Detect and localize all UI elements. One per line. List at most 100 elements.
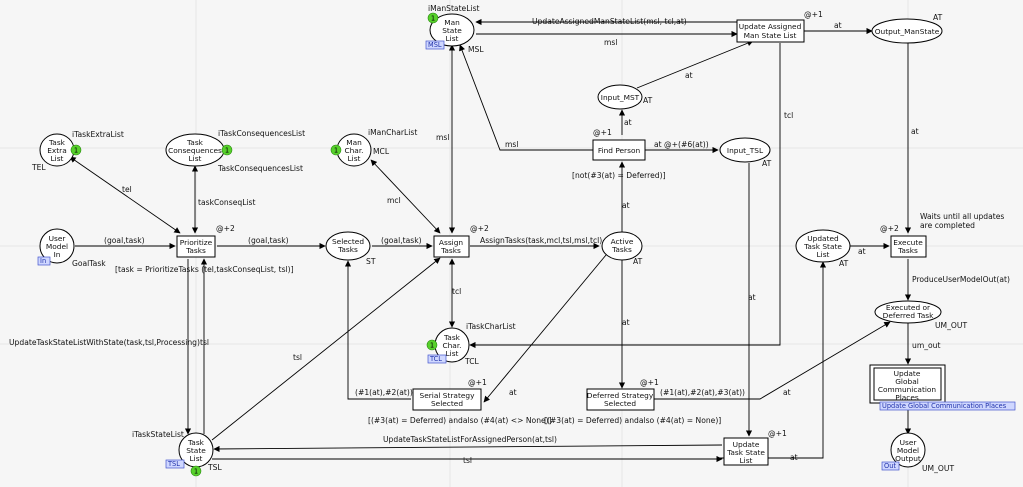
place-label-line-1: Active	[611, 237, 634, 246]
transition-update-assigned-man-state-list[interactable]: Update Assigned Man State List @+1	[736, 10, 823, 43]
transition-guard: [(#3(at) = Deferred) andalso (#4(at) = N…	[544, 416, 721, 425]
place-label-line-3: List	[190, 454, 203, 463]
arc-label-tsl-left: tsl	[200, 338, 209, 347]
place-initial-marking: iTaskExtraList	[72, 130, 124, 139]
place-task-consequences-list[interactable]: Task Consequences List iTaskConsequences…	[165, 129, 305, 173]
place-input-mst[interactable]: Input_MST AT	[597, 84, 653, 110]
arc-label-msl-top: msl	[604, 38, 617, 47]
transition-prioritize-tasks[interactable]: Prioritize Tasks @+2 [task = PrioritizeT…	[115, 224, 294, 274]
arc-label-pair-serial: (#1(at),#2(at))	[355, 388, 413, 397]
arc-label-tsl-bottom: tsl	[463, 456, 472, 465]
place-color-set: AT	[762, 159, 772, 168]
transition-time: @+1	[640, 378, 659, 387]
port-tag	[425, 40, 445, 50]
place-man-state-list[interactable]: Man State List iManStateList MSL MSL 1	[425, 4, 484, 54]
place-label-line-2: Extra	[47, 146, 67, 155]
port-tag	[427, 354, 447, 364]
transition-label-line-3: List	[740, 456, 753, 465]
place-label-line-1: Input_TSL	[727, 146, 764, 155]
transition-label-line-3: Communication	[878, 385, 937, 394]
arc-label-waits-1: Waits until all updates	[920, 212, 1004, 221]
place-active-tasks[interactable]: Active Tasks AT	[601, 231, 643, 266]
arc-label-at-bottom-right: at	[790, 453, 798, 462]
place-initial-marking: iManCharList	[368, 128, 417, 137]
token-count	[330, 144, 342, 156]
place-label-line-2: Consequences	[168, 146, 222, 155]
place-label-line-1: User	[49, 234, 67, 243]
arc-label-task-conseq-list: taskConseqList	[198, 198, 255, 207]
transition-update-task-state-list[interactable]: Update Task State List @+1	[723, 429, 787, 466]
place-label-line-1: Man	[346, 138, 362, 147]
place-man-char-list[interactable]: Man Char. List iManCharList MCL 1	[330, 128, 417, 167]
place-label-line-2: Deferred Task	[883, 311, 934, 320]
place-label-line-2: Tasks	[611, 245, 632, 254]
place-initial-marking: iTaskCharList	[466, 322, 516, 331]
port-tag-label: In	[40, 257, 46, 265]
port-tag	[165, 459, 185, 469]
transition-serial-strategy-selected[interactable]: Serial Strategy Selected @+1 [(#3(at) = …	[368, 378, 552, 425]
transition-time: @+1	[593, 128, 612, 137]
transition-label-line-1: Serial Strategy	[420, 391, 476, 400]
place-label-line-1: Task	[186, 138, 204, 147]
place-label-line-1: Task	[187, 438, 205, 447]
token-count	[70, 144, 82, 156]
transition-label-line-2: Task State	[726, 448, 765, 457]
place-color-set: TaskConsequencesList	[217, 164, 303, 173]
port-tag	[881, 461, 900, 471]
subpage-tag-label: Update Global Communication Places	[882, 402, 1007, 410]
place-executed-or-deferred-task[interactable]: Executed or Deferred Task UM_OUT	[874, 300, 967, 330]
arc-label-at-plus-6: at @+(#6(at))	[654, 140, 709, 149]
place-user-model-in[interactable]: User Model In GoalTask In	[37, 228, 106, 268]
arc-label-msl-vertical: msl	[436, 133, 449, 142]
subpage-tag[interactable]	[879, 401, 1016, 411]
token-count	[190, 465, 202, 477]
transition-label-line-2: Tasks	[440, 246, 461, 255]
arc-label-at-updated: at	[858, 247, 866, 256]
arc-label-tsl-diag: tsl	[293, 353, 302, 362]
place-color-set: MSL	[468, 45, 484, 54]
token-count-label: 1	[194, 468, 198, 476]
transition-assign-tasks[interactable]: Assign Tasks @+2	[433, 224, 489, 258]
place-initial-marking: iManStateList	[428, 4, 480, 13]
transition-guard: [task = PrioritizeTasks (tel,taskConseqL…	[115, 265, 294, 274]
transition-update-global-communication-places[interactable]: Update Global Communication Places Updat…	[869, 364, 1016, 411]
arc-label-at-output: at	[834, 21, 842, 30]
token-count	[427, 12, 439, 24]
place-task-char-list[interactable]: Task Char. List iTaskCharList TCL TCL 1	[426, 322, 516, 366]
token-count-label: 1	[334, 147, 338, 155]
place-updated-task-state-list[interactable]: Updated Task State List AT	[795, 229, 851, 268]
transition-deferred-strategy-selected[interactable]: Deferred Strategy Selected @+1 [(#3(at) …	[544, 378, 721, 425]
transition-label-line-1: Prioritize	[180, 238, 213, 247]
arc-label-msl-find: msl	[505, 140, 518, 149]
transition-label-line-4: Places	[895, 393, 919, 402]
transition-label-line-1: Execute	[893, 238, 923, 247]
transition-label-line-1: Update	[733, 440, 760, 449]
arc-label-goal-task-2: (goal,task)	[248, 236, 289, 245]
transition-label-line-1: Find Person	[598, 146, 641, 155]
place-color-set: AT	[643, 96, 653, 105]
place-output-manstate[interactable]: Output_ManState AT	[871, 13, 943, 44]
arc-label-at-deferred: at	[783, 388, 791, 397]
place-color-set: AT	[839, 259, 849, 268]
place-label-line-3: In	[54, 250, 61, 259]
place-color-set: TSL	[207, 463, 222, 472]
place-label-line-3: List	[446, 349, 459, 358]
place-selected-tasks[interactable]: Selected Tasks ST	[325, 231, 376, 266]
transition-execute-tasks[interactable]: Execute Tasks @+2	[880, 224, 927, 258]
transition-time: @+2	[880, 224, 899, 233]
place-color-set: AT	[633, 257, 643, 266]
place-label-line-3: Output	[895, 454, 921, 463]
transition-label-line-2: Selected	[431, 399, 463, 408]
place-task-state-list[interactable]: Task State List iTaskStateList TSL TSL 1	[132, 430, 222, 477]
place-user-model-output[interactable]: User Model Output UM_OUT Out	[881, 432, 954, 473]
place-label-line-1: Input_MST	[601, 93, 640, 102]
place-color-set: GoalTask	[72, 259, 106, 268]
arc-label-update-tsl-for-assigned: UpdateTaskStateListForAssignedPerson(at,…	[383, 435, 557, 444]
transition-label-line-1: Update	[894, 369, 921, 378]
arc-label-waits-2: are completed	[920, 221, 975, 230]
port-tag-label: TSL	[167, 460, 180, 468]
place-task-extra-list[interactable]: Task Extra List iTaskExtraList TEL 1	[31, 130, 124, 172]
arc-label-at-active-up: at	[622, 201, 630, 210]
transition-find-person[interactable]: Find Person @+1 [not(#3(at) = Deferred)]	[572, 128, 666, 180]
place-input-tsl[interactable]: Input_TSL AT	[719, 137, 772, 168]
